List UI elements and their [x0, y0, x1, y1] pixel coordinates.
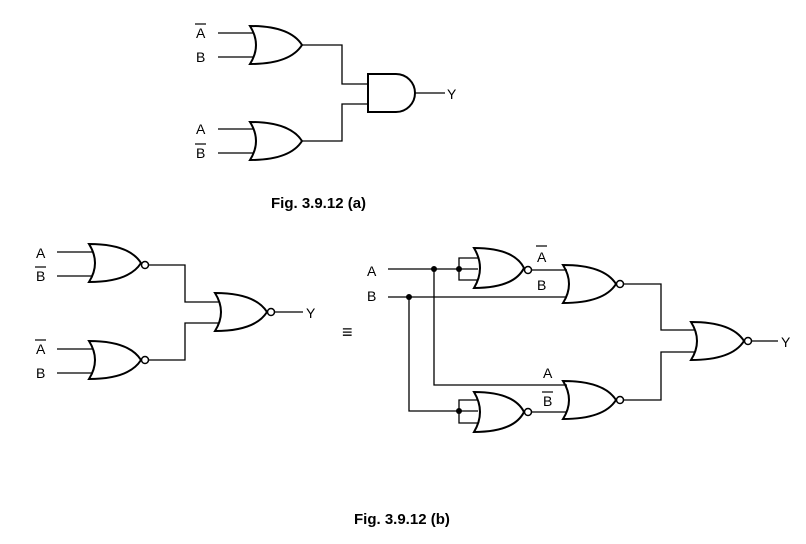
bubble-inverter-b — [523, 407, 533, 417]
nor-gate-top — [561, 263, 618, 305]
wires-a — [218, 32, 445, 154]
nor-gate-final — [689, 320, 746, 362]
bubble-b2 — [140, 355, 150, 365]
inv-a-output-label: A — [537, 249, 547, 265]
and-gate-a — [367, 73, 416, 113]
output-label-b-left: Y — [306, 305, 316, 321]
or-gate-a1 — [248, 24, 304, 66]
input-label-a1-2: B — [196, 49, 205, 65]
nor-inverter-b — [472, 390, 526, 434]
bubble-gate-final — [743, 336, 753, 346]
nor-gate-b2 — [87, 339, 143, 381]
nor-gate-b1 — [87, 242, 143, 284]
input-label-a2-2: B — [196, 145, 205, 161]
bubble-b1 — [140, 260, 150, 270]
input-label-a: A — [367, 263, 377, 279]
gate-top-b-label: B — [537, 277, 546, 293]
wires-b-left — [57, 251, 303, 374]
junction-dot — [456, 408, 462, 414]
input-label-a1-1: A — [196, 25, 206, 41]
bubble-gate-bottom — [615, 395, 625, 405]
nor-gate-b3 — [213, 291, 269, 333]
caption-b: Fig. 3.9.12 (b) — [354, 511, 450, 528]
input-label-b2-1: A — [36, 341, 46, 357]
bubble-inverter-a — [523, 265, 533, 275]
output-label-a: Y — [447, 86, 457, 102]
caption-a: Fig. 3.9.12 (a) — [271, 195, 366, 212]
input-label-b1-1: A — [36, 245, 46, 261]
gate-bottom-a-label: A — [543, 365, 553, 381]
junction-dot — [456, 266, 462, 272]
bubble-gate-top — [615, 279, 625, 289]
nor-inverter-a — [472, 246, 526, 290]
input-label-b2-2: B — [36, 365, 45, 381]
wires-b-right — [388, 257, 778, 424]
equivalence-symbol: ≡ — [342, 322, 353, 342]
figure-a: A B A B Y Fig. 3.9.12 (a) — [195, 23, 457, 212]
output-label-b-right: Y — [781, 334, 791, 350]
junction-dot — [406, 294, 412, 300]
input-label-b1-2: B — [36, 268, 45, 284]
bubble-b3 — [266, 307, 276, 317]
input-label-a2-1: A — [196, 121, 206, 137]
input-label-b: B — [367, 288, 376, 304]
nor-gate-bottom — [561, 379, 618, 421]
figure-b-right: A B A B A B Y — [367, 245, 791, 434]
figure-b-left: A B A B Y — [35, 242, 316, 381]
junction-dot — [431, 266, 437, 272]
or-gate-a2 — [248, 120, 304, 162]
inv-b-output-label: B — [543, 393, 552, 409]
